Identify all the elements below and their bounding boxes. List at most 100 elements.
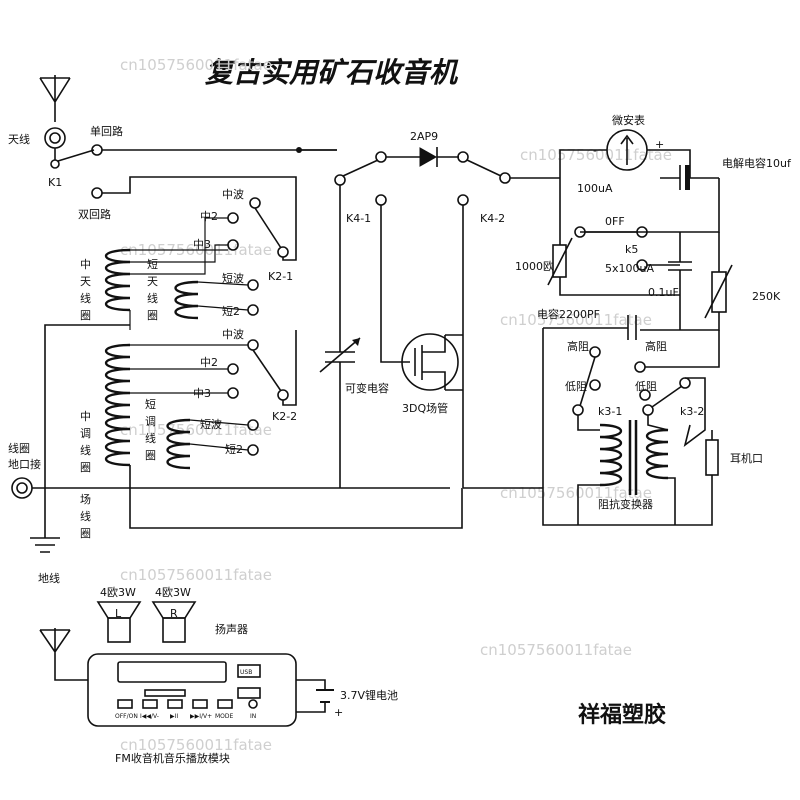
btn-label-next: ▶▶I/V+ <box>190 713 212 720</box>
antenna-coil-label-3: 线 <box>80 291 91 305</box>
sw-antenna-coil-label-2: 天 <box>147 275 158 288</box>
field-coil-label-2: 线 <box>80 509 91 523</box>
sw-tuning-coil-label-4: 圈 <box>145 449 156 462</box>
play-pause-button[interactable] <box>167 699 183 709</box>
k1-switch-arm <box>57 149 95 162</box>
tuning-coil-label-4: 圈 <box>80 461 91 474</box>
fm-module-caption: FM收音机音乐播放模块 <box>115 751 230 765</box>
k4-1-contact-diode <box>375 151 387 163</box>
mode-button[interactable] <box>217 699 233 709</box>
tuning-coil-label-3: 线 <box>80 443 91 457</box>
detector-section: K4-1 2AP9 K4-2 <box>299 130 560 488</box>
ohm1000-label: 1000欧 <box>515 260 554 273</box>
low-imp-label-1: 低阻 <box>565 380 587 393</box>
watermark-5: cn1057560011fatae <box>120 421 272 439</box>
k2-1-pivot <box>277 246 289 258</box>
ground-terminal-label-1: 线圈 <box>8 441 30 455</box>
fm-module: 4欧3W 4欧3W L R 扬声器 USB OFF/ON I◀◀/V- ▶II … <box>39 586 398 765</box>
sw-antenna-coil-winding <box>174 280 199 320</box>
fet-symbol <box>401 333 459 391</box>
k3-2-pivot <box>642 404 654 416</box>
low-imp-label-2: 低阻 <box>635 380 657 393</box>
sw-top-label: 短波 <box>222 271 244 285</box>
next-vol-up-button[interactable] <box>192 699 208 709</box>
k4-2-contact-diode <box>457 151 469 163</box>
mw-mid-label: 中波 <box>222 328 244 341</box>
meter-plus: + <box>655 138 664 151</box>
watermark-8: cn1057560011fatae <box>480 641 632 659</box>
earphone-jack-symbol <box>705 439 719 476</box>
k4-2-switch-arm <box>466 159 502 177</box>
speaker-left-label: L <box>115 607 122 620</box>
s2-top-label: 短2 <box>222 304 240 318</box>
single-loop-label: 单回路 <box>90 125 123 138</box>
sw-tuning-coil-label-1: 短 <box>145 397 156 411</box>
field-coil-label-3: 圈 <box>80 527 91 540</box>
off-on-button[interactable] <box>117 699 133 709</box>
k1-label: K1 <box>48 176 62 189</box>
k1-pivot <box>50 159 60 169</box>
k3-1-pivot <box>572 404 584 416</box>
ua100-label: 100uA <box>577 182 613 195</box>
k4-1-switch-arm <box>342 159 379 177</box>
k3-2-label: k3-2 <box>680 405 704 418</box>
diagram-title: 复古实用矿石收音机 <box>205 56 459 89</box>
microammeter-label: 微安表 <box>612 113 645 127</box>
ground-symbol <box>30 520 60 553</box>
k4-1-contact-fet <box>375 194 387 206</box>
antenna-terminal <box>44 127 66 149</box>
speakers-label: 扬声器 <box>215 622 248 636</box>
sw-tuning-coil-label-3: 线 <box>145 431 156 445</box>
usb-label: USB <box>240 669 252 676</box>
ua5x100-label: 5x100uA <box>605 262 654 275</box>
fet-label: 3DQ场管 <box>402 401 448 415</box>
brand-label: 祥福塑胶 <box>578 702 666 728</box>
speaker-left-spec: 4欧3W <box>100 586 136 599</box>
btn-label-prev: I◀◀/V- <box>140 713 159 720</box>
ground-terminal-label-2: 地口接 <box>8 458 41 471</box>
electrolytic-label: 电解电容10uf <box>722 156 792 170</box>
k4-2-pivot <box>499 172 511 184</box>
speaker-right-spec: 4欧3W <box>155 586 191 599</box>
tuning-coil-winding <box>105 343 131 467</box>
tuning-coil: 中 调 线 圈 短 调 线 圈 场 线 圈 中波 中2 中3 K2-2 短波 短… <box>44 324 297 540</box>
watermark-2: cn1057560011fatae <box>520 146 672 164</box>
btn-label-mode: MODE <box>215 713 234 720</box>
double-loop-label: 双回路 <box>78 208 111 221</box>
sw-mid-label: 短波 <box>200 417 222 431</box>
variable-capacitor: 可变电容 <box>319 337 389 488</box>
antenna-coil-winding <box>105 248 131 312</box>
watermarks: cn1057560011fatae cn1057560011fatae cn10… <box>120 56 672 754</box>
off-label: 0FF <box>605 215 625 228</box>
prev-vol-down-button[interactable] <box>142 699 158 709</box>
speaker-right-label: R <box>170 607 178 620</box>
antenna-label: 天线 <box>8 132 30 146</box>
k2-2-pivot <box>277 389 289 401</box>
k2-1-switch: 中波 中2 中3 K2-1 短波 短2 <box>193 188 297 318</box>
fm-antenna-icon <box>39 628 88 681</box>
k4-2-contact-fet <box>457 194 469 206</box>
m2-mid-label: 中2 <box>200 356 218 369</box>
field-coil-label-1: 场 <box>80 492 91 506</box>
sw-antenna-coil-label-4: 圈 <box>147 309 158 322</box>
m3-top-label: 中3 <box>193 238 211 251</box>
mw-top-label: 中波 <box>222 188 244 201</box>
k4-2-label: K4-2 <box>480 212 505 225</box>
var-cap-label: 可变电容 <box>345 381 389 395</box>
antenna-icon <box>39 75 71 122</box>
antenna-coil-label-2: 天 <box>80 275 91 288</box>
watermark-1: cn1057560011fatae <box>120 56 272 74</box>
btn-label-in: IN <box>250 713 256 720</box>
speaker-left-icon: L <box>96 601 142 643</box>
sw-antenna-coil-label-1: 短 <box>147 257 158 271</box>
watermark-4: cn1057560011fatae <box>500 311 652 329</box>
k5-label: k5 <box>625 243 638 256</box>
in-jack <box>248 699 258 709</box>
diode-symbol <box>419 147 438 167</box>
battery-label: 3.7V锂电池 <box>340 688 398 702</box>
btn-label-play: ▶II <box>170 713 178 720</box>
transformer-primary <box>599 423 622 487</box>
m2-top-label: 中2 <box>200 210 218 223</box>
k3-1-switch-arm <box>579 356 596 407</box>
